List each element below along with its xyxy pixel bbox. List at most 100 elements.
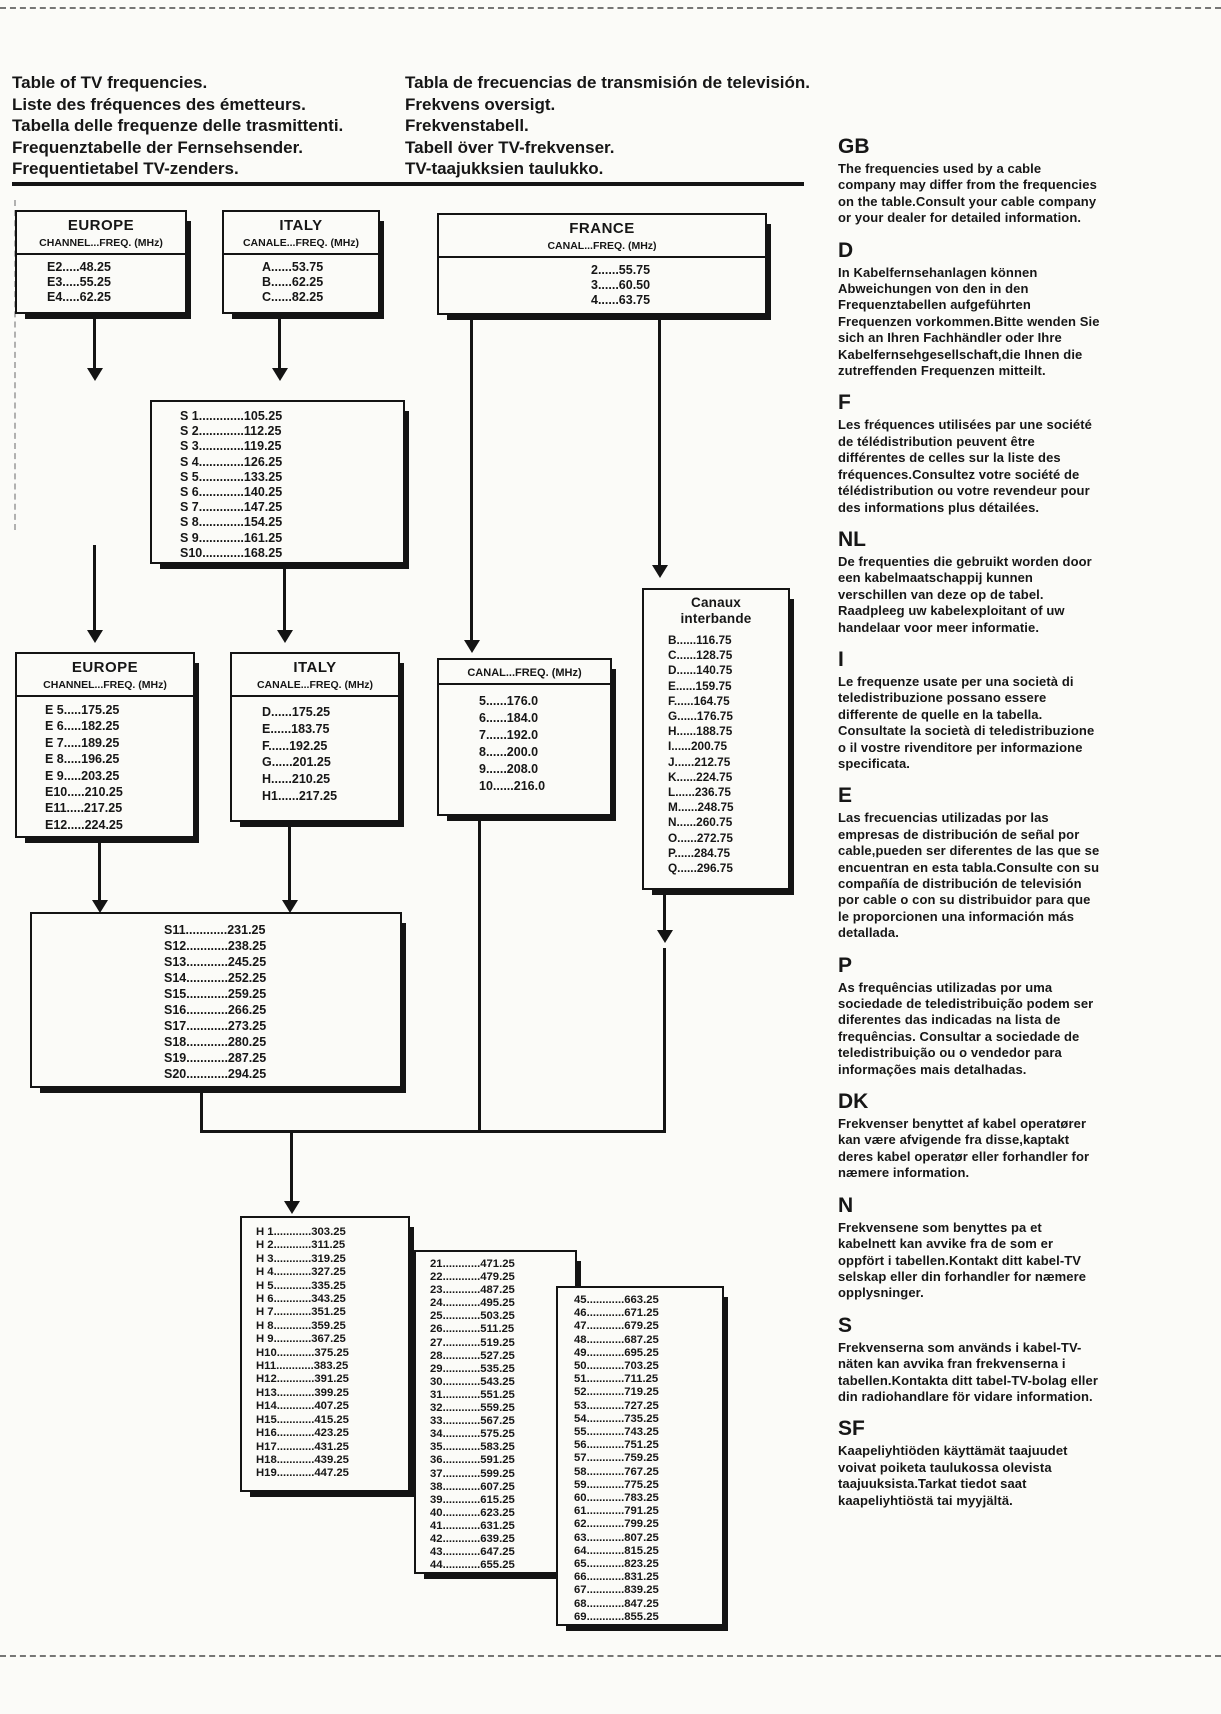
- notice-text: The frequencies used by a cable company …: [838, 161, 1097, 226]
- title-line: Tabell över TV-frekvenser.: [405, 137, 615, 157]
- freq-row: H......210.25: [262, 772, 331, 787]
- freq-row: E......159.75: [668, 678, 732, 693]
- freq-row: 51............711.25: [574, 1373, 659, 1386]
- connector-line: [93, 545, 96, 630]
- freq-row: C......82.25: [262, 290, 324, 305]
- connector-line: [93, 318, 96, 368]
- freq-row: L......236.75: [668, 785, 731, 800]
- freq-row: 39............615.25: [430, 1493, 515, 1506]
- freq-row: 67............839.25: [574, 1584, 659, 1597]
- box-subtitle: CANAL...FREQ. (MHz): [467, 667, 582, 679]
- freq-row: 2......55.75: [591, 263, 651, 277]
- freq-row: H12............391.25: [256, 1373, 349, 1386]
- notice-section-s: S Frekvenserna som används i kabel-TV-nä…: [838, 1313, 1100, 1406]
- arrow-down-icon: [277, 630, 293, 643]
- freq-row: S 5.............133.25: [180, 469, 283, 484]
- freq-row: E 7.....189.25: [45, 735, 120, 750]
- freq-row: 63............807.25: [574, 1531, 659, 1544]
- box-header: ITALY CANALE...FREQ. (MHz): [232, 654, 398, 697]
- connector-line: [283, 564, 286, 630]
- notice-text: Kaapeliyhtiöden käyttämät taajuudet voiv…: [838, 1443, 1068, 1508]
- freq-row: H 6............343.25: [256, 1293, 346, 1306]
- freq-row: 55............743.25: [574, 1426, 659, 1439]
- freq-row: H14............407.25: [256, 1400, 349, 1413]
- freq-row: 37............599.25: [430, 1467, 515, 1480]
- box-title: FRANCE: [569, 220, 635, 237]
- freq-row: S14............252.25: [164, 971, 267, 985]
- title-line: Table of TV frequencies.: [12, 73, 208, 92]
- box-subtitle: CHANNEL...FREQ. (MHz): [39, 237, 163, 249]
- freq-row: S 9.............161.25: [180, 530, 283, 545]
- left-margin-dashes: [14, 200, 16, 530]
- freq-row: 25............503.25: [430, 1310, 515, 1323]
- freq-row: 50............703.25: [574, 1360, 659, 1373]
- notice-text: As frequências utilizadas por uma socied…: [838, 979, 1094, 1077]
- freq-row: 21............471.25: [430, 1258, 515, 1270]
- freq-row: S19............287.25: [164, 1051, 267, 1065]
- box-header: EUROPE CHANNEL...FREQ. (MHz): [17, 212, 185, 255]
- language-code: NL: [838, 527, 866, 551]
- freq-row: 23............487.25: [430, 1284, 515, 1297]
- box-header: ITALY CANALE...FREQ. (MHz): [224, 212, 378, 255]
- freq-row: S 4.............126.25: [180, 454, 283, 469]
- arrow-down-icon: [284, 1201, 300, 1214]
- freq-row: H 7............351.25: [256, 1306, 346, 1319]
- freq-row: I......200.75: [668, 739, 728, 754]
- freq-row: H 1............303.25: [256, 1226, 346, 1238]
- title-line: Frekvenstabell.: [405, 116, 529, 135]
- freq-row: 27............519.25: [430, 1336, 515, 1349]
- language-code: P: [838, 953, 853, 977]
- title-line: Frequentietabel TV-zenders.: [12, 159, 239, 178]
- freq-row: H13............399.25: [256, 1386, 349, 1399]
- freq-row: 29............535.25: [430, 1362, 515, 1375]
- freq-row: 40............623.25: [430, 1506, 515, 1519]
- freq-row: 54............735.25: [574, 1412, 659, 1425]
- freq-row: E3.....55.25: [47, 275, 111, 290]
- freq-row: S17............273.25: [164, 1019, 267, 1033]
- connector-line: [470, 315, 473, 640]
- header-rule: [12, 182, 804, 186]
- notice-text: Frekvenser benyttet af kabel operatører …: [838, 1116, 1090, 1181]
- freq-row: G......176.75: [668, 709, 733, 724]
- connector-line: [290, 1130, 293, 1201]
- freq-row: E......183.75: [262, 721, 330, 736]
- connector-line: [663, 890, 666, 930]
- freq-row: S13............245.25: [164, 955, 267, 969]
- freq-row: N......260.75: [668, 815, 733, 830]
- freq-row: M......248.75: [668, 800, 734, 815]
- freq-row: F......192.25: [262, 738, 328, 753]
- freq-row: K......224.75: [668, 769, 733, 784]
- language-code: E: [838, 784, 853, 808]
- notice-text: Les fréquences utilisées par une société…: [838, 417, 1092, 515]
- freq-row: G......201.25: [262, 755, 331, 770]
- arrow-down-icon: [87, 630, 103, 643]
- freq-row: H......188.75: [668, 724, 733, 739]
- freq-row: E11.....217.25: [45, 801, 123, 816]
- freq-row: H 3............319.25: [256, 1252, 346, 1265]
- notice-text: Le frequenze usate per una società di te…: [838, 673, 1095, 771]
- connector-line: [288, 822, 291, 900]
- freq-row: 49............695.25: [574, 1346, 659, 1359]
- freq-row: H1......217.25: [262, 788, 338, 803]
- box-title: ITALY: [293, 659, 337, 676]
- freq-row: S18............280.25: [164, 1035, 267, 1049]
- freq-row: E 9.....203.25: [45, 768, 120, 783]
- freq-row: S 2.............112.25: [180, 424, 282, 439]
- language-code: F: [838, 391, 851, 415]
- freq-row: E 5.....175.25: [45, 703, 120, 717]
- freq-row: 52............719.25: [574, 1386, 659, 1399]
- language-code: SF: [838, 1417, 865, 1441]
- freq-row: 56............751.25: [574, 1439, 659, 1452]
- freq-row: 60............783.25: [574, 1492, 659, 1505]
- freq-row: H16............423.25: [256, 1427, 349, 1440]
